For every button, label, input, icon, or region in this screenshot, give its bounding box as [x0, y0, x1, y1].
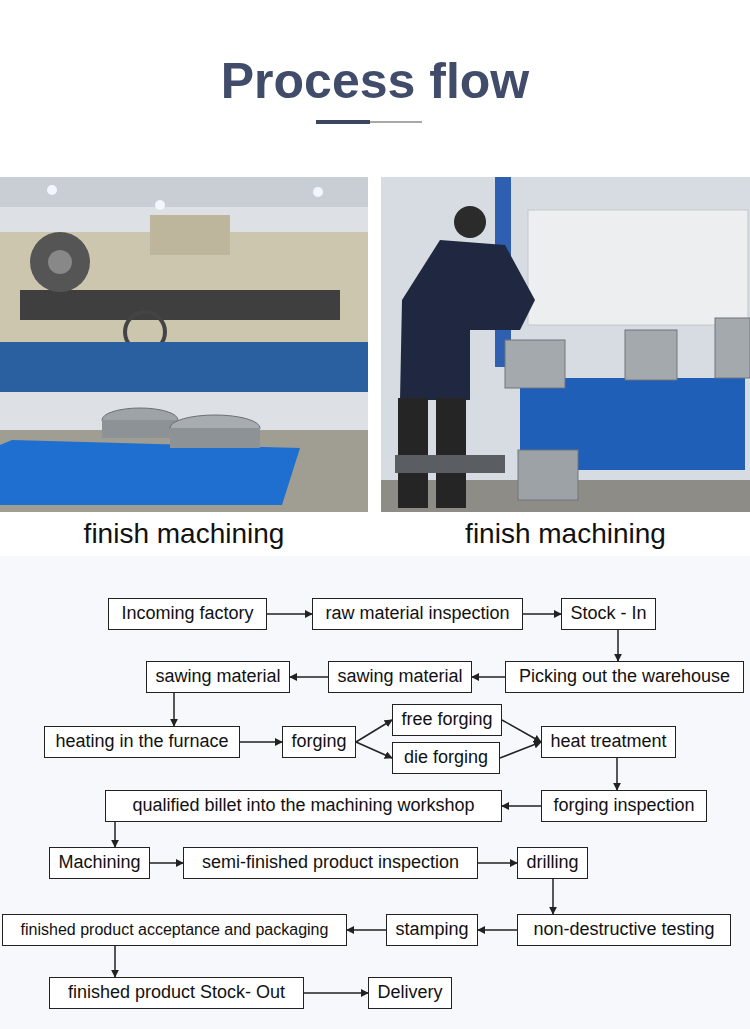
flow-arrow: [267, 613, 312, 615]
process-box: finished product Stock- Out: [49, 977, 304, 1009]
box-label: sawing material: [155, 667, 280, 687]
box-label: die forging: [404, 748, 488, 768]
process-box: drilling: [517, 847, 588, 879]
box-label: Stock - In: [570, 604, 646, 624]
flange-stack: [102, 420, 178, 438]
process-box: forging: [282, 726, 356, 758]
flow-arrow: [290, 676, 328, 678]
process-box: Stock - In: [561, 598, 656, 630]
ceiling-light: [313, 187, 323, 197]
worker-head: [454, 206, 486, 238]
flow-arrow: [478, 929, 517, 931]
worker-leg: [436, 398, 466, 508]
flow-arrow: [114, 822, 116, 847]
box-label: Machining: [58, 853, 140, 873]
box-label: semi-finished product inspection: [202, 853, 459, 873]
flow-arrow: [617, 630, 619, 661]
flow-arrow: [616, 758, 618, 790]
box-label: forging inspection: [553, 796, 694, 816]
lathe-carriage: [150, 215, 230, 255]
flow-arrow: [478, 862, 517, 864]
box-label: Incoming factory: [121, 604, 253, 624]
box-label: drilling: [526, 853, 578, 873]
flow-arrow: [304, 992, 368, 994]
box-label: free forging: [401, 710, 492, 730]
process-box: stamping: [386, 914, 478, 946]
lathe-base: [0, 342, 368, 392]
flange-stack: [715, 318, 750, 378]
lathe-chuck: [30, 232, 90, 292]
photo-ceiling: [0, 177, 368, 207]
worker-leg: [398, 398, 428, 508]
page-title: Process flow: [0, 52, 750, 110]
flange-stack: [170, 428, 260, 448]
photo-wall: [381, 177, 750, 512]
process-box: heat treatment: [541, 726, 676, 758]
flow-arrow: [500, 742, 541, 758]
flow-arrow: [356, 720, 392, 742]
flow-arrow: [240, 741, 282, 743]
machine-cabinet: [528, 210, 748, 325]
flow-arrow: [150, 862, 183, 864]
flow-arrow: [502, 805, 541, 807]
process-box: forging inspection: [541, 790, 707, 822]
title-underline: [370, 122, 422, 123]
box-label: raw material inspection: [325, 604, 509, 624]
flow-arrow: [502, 720, 541, 742]
title-underline: [316, 120, 370, 124]
box-label: Picking out the warehouse: [519, 667, 730, 687]
flow-arrow: [114, 946, 116, 977]
box-label: stamping: [395, 920, 468, 940]
flange-stack: [505, 340, 565, 388]
flange-stack: [625, 330, 677, 380]
flow-arrow: [347, 929, 386, 931]
photo-caption: finish machining: [0, 518, 368, 550]
ceiling-light: [47, 185, 57, 195]
process-box: sawing material: [328, 661, 472, 693]
process-box: semi-finished product inspection: [183, 847, 478, 879]
box-label: heat treatment: [550, 732, 666, 752]
flow-arrow: [356, 742, 392, 758]
process-box: heating in the furnace: [44, 726, 240, 758]
box-label: Delivery: [377, 983, 442, 1003]
flow-arrow: [523, 613, 561, 615]
process-box: raw material inspection: [312, 598, 523, 630]
box-label: non-destructive testing: [533, 920, 714, 940]
process-box: die forging: [392, 742, 500, 774]
flow-arrow: [472, 676, 505, 678]
ceiling-light: [155, 200, 165, 210]
box-label: finished product Stock- Out: [68, 983, 285, 1003]
box-label: sawing material: [337, 667, 462, 687]
flow-arrow: [173, 693, 175, 726]
box-label: finished product acceptance and packagin…: [21, 921, 329, 939]
box-label: forging: [291, 732, 346, 752]
process-box: Machining: [49, 847, 150, 879]
process-box: Picking out the warehouse: [505, 661, 744, 693]
process-box: sawing material: [146, 661, 290, 693]
photo-wall: [0, 177, 368, 512]
pallet: [0, 440, 300, 505]
photo-caption: finish machining: [381, 518, 750, 550]
flow-ground: [0, 556, 750, 1029]
box-label: heating in the furnace: [55, 732, 228, 752]
lathe-bed: [20, 290, 340, 320]
tool-rack: [395, 455, 505, 473]
process-box: Delivery: [368, 977, 452, 1009]
process-box: non-destructive testing: [517, 914, 731, 946]
process-box: qualified billet into the machining work…: [105, 790, 502, 822]
process-box: finished product acceptance and packagin…: [2, 914, 347, 946]
process-box: free forging: [392, 704, 502, 736]
lathe-chuck: [48, 250, 72, 274]
flow-arrow: [552, 879, 554, 914]
box-label: qualified billet into the machining work…: [132, 796, 474, 816]
process-box: Incoming factory: [108, 598, 267, 630]
flange-stack: [518, 450, 578, 500]
